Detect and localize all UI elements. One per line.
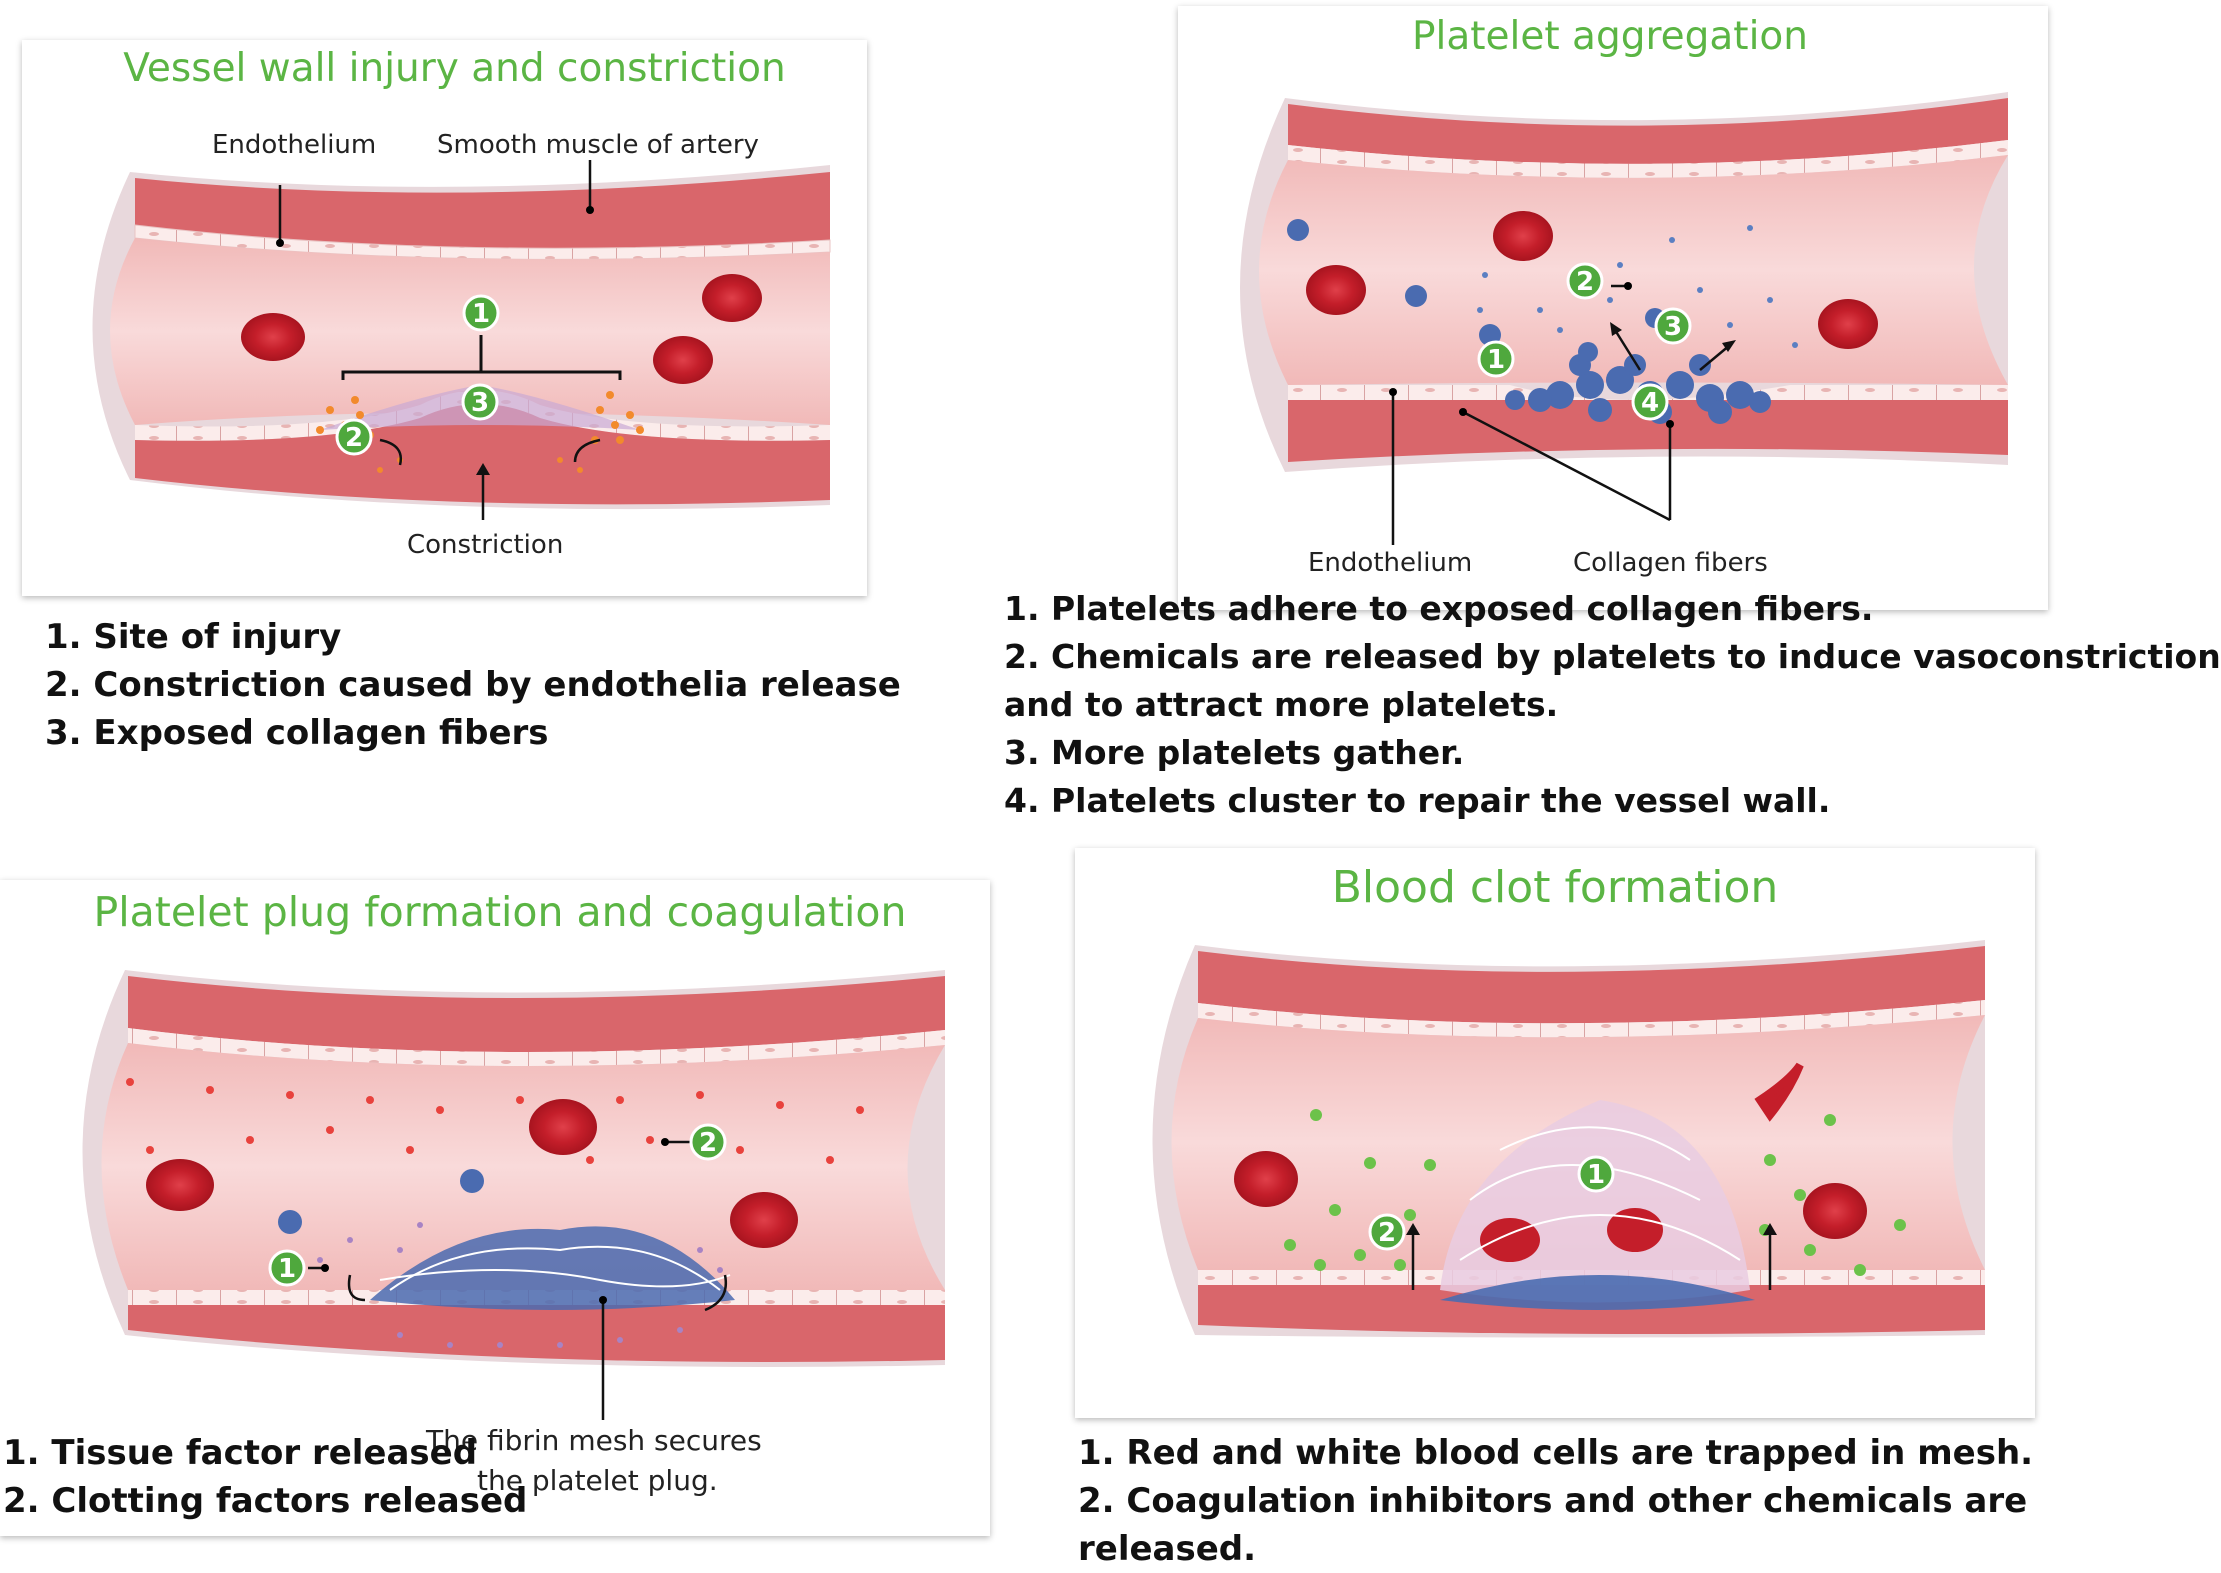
- list-item: 4. Platelets cluster to repair the vesse…: [1004, 781, 1831, 820]
- list-item: 1. Red and white blood cells are trapped…: [1078, 1433, 2034, 1473]
- svg-text:2: 2: [1378, 1218, 1396, 1248]
- panel-title: Platelet plug formation and coagulation: [93, 888, 907, 936]
- vessel-injury: 1 2 3: [92, 160, 831, 520]
- svg-text:2: 2: [699, 1128, 717, 1158]
- svg-text:2: 2: [345, 423, 363, 453]
- list-item: 2. Coagulation inhibitors and other chem…: [1078, 1481, 2028, 1521]
- smooth-muscle-label: Smooth muscle of artery: [437, 130, 759, 160]
- panel-title: Blood clot formation: [1331, 862, 1779, 913]
- list-item: 2. Constriction caused by endothelia rel…: [45, 665, 901, 705]
- panel-title: Platelet aggregation: [1412, 14, 1808, 59]
- constriction-label: Constriction: [407, 530, 564, 560]
- plug-steps: 1. Tissue factor released 2. Clotting fa…: [3, 1429, 527, 1525]
- list-item: 2. Chemicals are released by platelets t…: [1004, 637, 2221, 676]
- list-item: 2. Clotting factors released: [3, 1481, 528, 1521]
- svg-text:1: 1: [1587, 1160, 1605, 1190]
- list-item: released.: [1078, 1529, 1257, 1569]
- endothelium-label: Endothelium: [212, 130, 377, 160]
- svg-text:2: 2: [1576, 267, 1594, 297]
- svg-text:3: 3: [471, 388, 489, 418]
- fibrin-mesh-label: the platelet plug.: [477, 1464, 718, 1497]
- svg-text:3: 3: [1664, 312, 1682, 342]
- list-item: 1. Tissue factor released: [3, 1433, 478, 1473]
- fibrin-mesh-label: The fibrin mesh secures: [426, 1424, 762, 1457]
- injury-steps: 1. Site of injury 2. Constriction caused…: [45, 613, 901, 757]
- list-item: and to attract more platelets.: [1004, 685, 1559, 724]
- endothelium-label: Endothelium: [1308, 548, 1473, 578]
- list-item: 3. Exposed collagen fibers: [45, 713, 549, 753]
- collagen-fibers-label: Collagen fibers: [1573, 548, 1768, 578]
- clot-steps: 1. Red and white blood cells are trapped…: [1078, 1429, 2034, 1569]
- vessel-illustrations: 1 2 3 2 3 1: [82, 92, 2008, 1420]
- svg-text:1: 1: [1487, 345, 1505, 375]
- panel-title: Vessel wall injury and constriction: [123, 46, 786, 91]
- list-item: 1. Platelets adhere to exposed collagen …: [1004, 589, 1874, 628]
- svg-text:4: 4: [1641, 388, 1659, 418]
- svg-text:1: 1: [278, 1254, 296, 1284]
- list-item: 1. Site of injury: [45, 617, 342, 657]
- vessel-clot: 1 2: [1152, 940, 1985, 1338]
- aggregation-steps: 1. Platelets adhere to exposed collagen …: [1004, 585, 2221, 825]
- svg-text:1: 1: [472, 299, 490, 329]
- vessel-aggregation: 2 3 1 4: [1240, 92, 2008, 545]
- list-item: 3. More platelets gather.: [1004, 733, 1465, 772]
- vessel-plug: 1 2: [82, 970, 945, 1420]
